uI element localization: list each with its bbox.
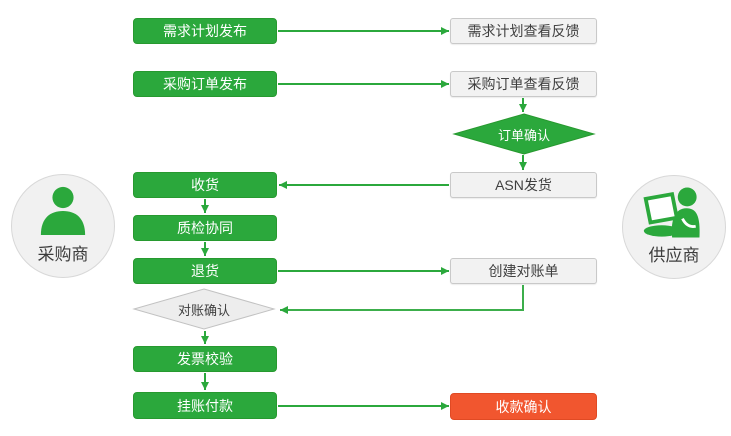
payment-on-account-step[interactable]: 挂账付款 (133, 392, 277, 419)
asn-ship-step[interactable]: ASN发货 (450, 172, 597, 198)
po-feedback-step[interactable]: 采购订单查看反馈 (450, 71, 597, 97)
invoice-verify-step[interactable]: 发票校验 (133, 346, 277, 372)
demand-plan-publish-step[interactable]: 需求计划发布 (133, 18, 277, 44)
person-icon (34, 185, 92, 240)
buyer-actor: 采购商 (11, 174, 115, 278)
order-confirm-label: 订单确认 (497, 127, 550, 143)
supplier-actor: 供应商 (622, 175, 726, 279)
demand-plan-feedback-step[interactable]: 需求计划查看反馈 (450, 18, 597, 44)
order-confirm-diamond[interactable] (452, 113, 596, 155)
quality-collab-step[interactable]: 质检协同 (133, 215, 277, 241)
po-publish-step[interactable]: 采购订单发布 (133, 71, 277, 97)
return-goods-step[interactable]: 退货 (133, 258, 277, 284)
statement-confirm-label: 对账确认 (177, 302, 230, 318)
receive-goods-step[interactable]: 收货 (133, 172, 277, 198)
receipt-confirm-step[interactable]: 收款确认 (450, 393, 597, 420)
person-laptop-icon (641, 186, 707, 245)
create-statement-step[interactable]: 创建对账单 (450, 258, 597, 284)
arrow-statement-to-confirm (280, 285, 524, 314)
buyer-label: 采购商 (37, 245, 89, 264)
supplier-label: 供应商 (648, 246, 700, 265)
statement-confirm-diamond[interactable] (132, 288, 276, 330)
